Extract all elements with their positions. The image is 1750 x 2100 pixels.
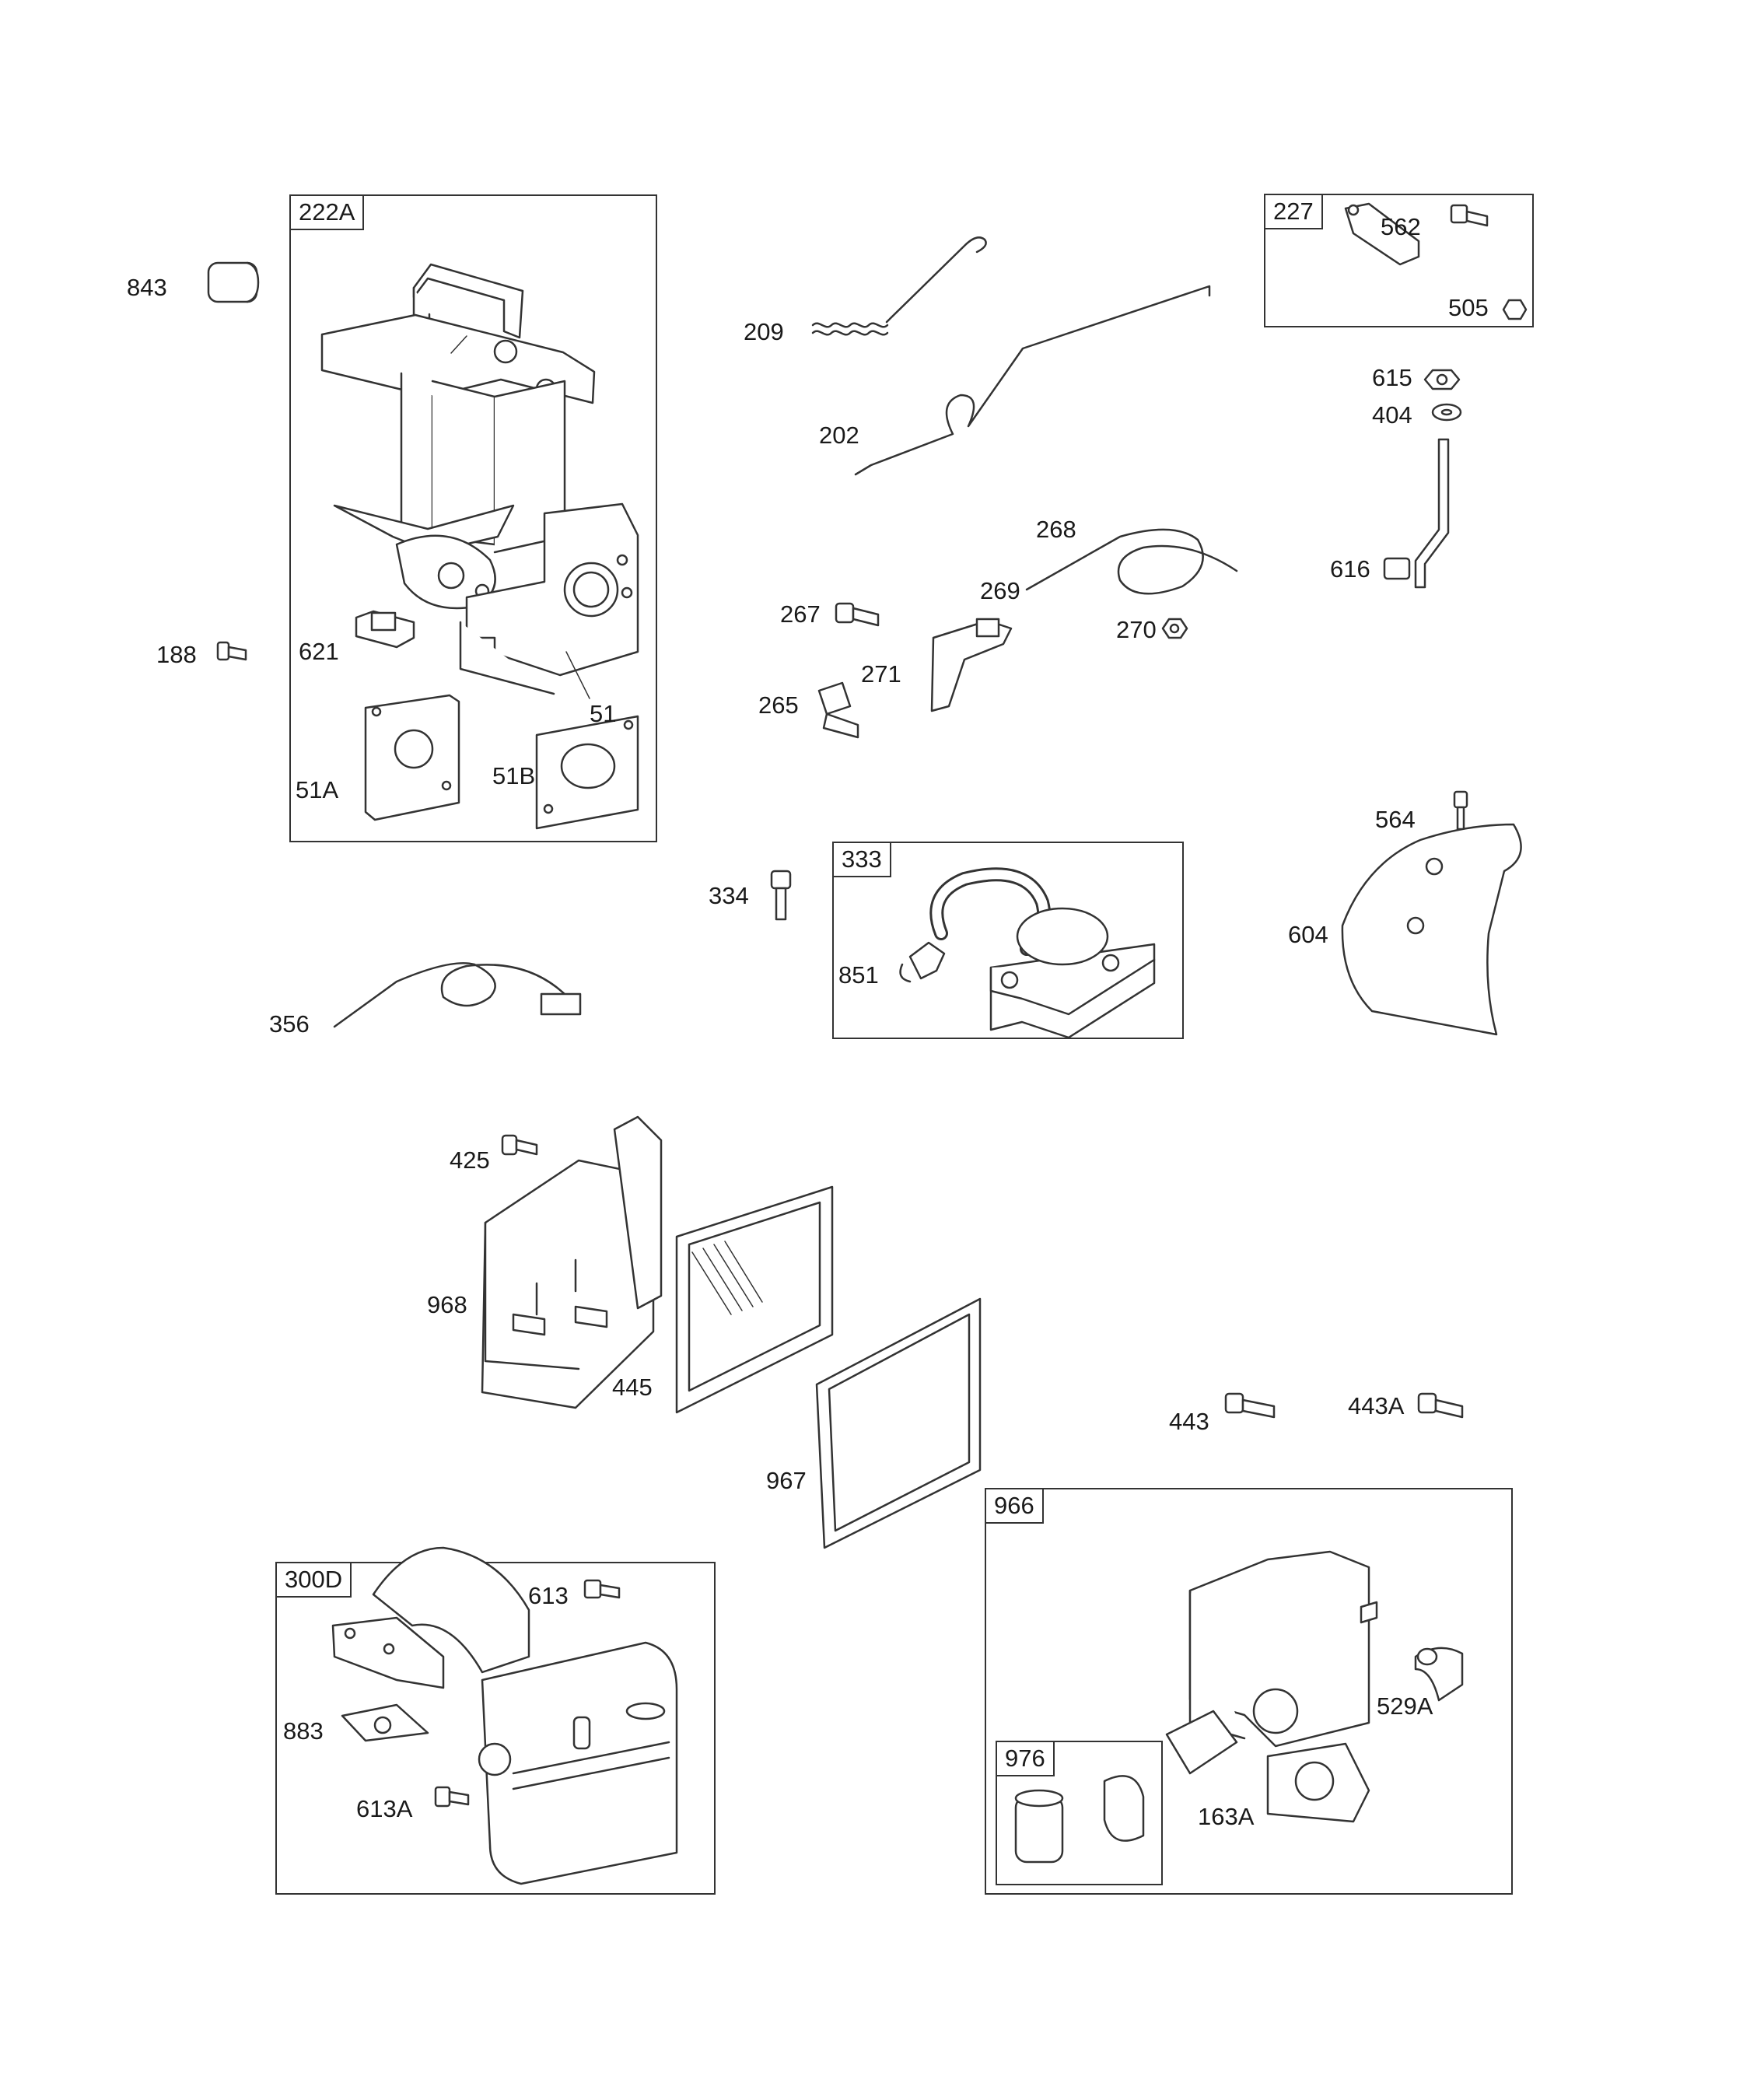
part-267-screw-drawing xyxy=(835,602,880,627)
part-425-screw-drawing xyxy=(501,1134,538,1156)
part-621-switch-drawing xyxy=(355,610,415,649)
label-425: 425 xyxy=(450,1146,490,1174)
label-615: 615 xyxy=(1372,364,1412,391)
label-621: 621 xyxy=(299,638,339,665)
assembly-box-222a xyxy=(289,194,657,842)
part-851-cap-drawing xyxy=(899,941,946,983)
part-976-filter-drawing xyxy=(1014,1775,1145,1864)
label-51: 51 xyxy=(590,700,617,727)
assembly-tag-222a: 222A xyxy=(289,194,365,230)
part-270-nut-drawing xyxy=(1161,618,1188,639)
label-613a: 613A xyxy=(356,1795,413,1822)
label-188: 188 xyxy=(156,641,197,668)
part-51-gasket-drawing xyxy=(364,694,460,821)
part-443-bolt-drawing xyxy=(1224,1392,1276,1419)
part-604-housing-drawing xyxy=(1341,823,1522,1036)
part-966-intake-drawing xyxy=(1165,1550,1378,1775)
leader-lines xyxy=(450,335,590,699)
assembly-tag-976: 976 xyxy=(996,1741,1055,1776)
label-269: 269 xyxy=(980,577,1020,604)
part-209-spring-drawing xyxy=(811,236,987,336)
label-562: 562 xyxy=(1381,213,1421,240)
label-51b: 51B xyxy=(492,762,536,789)
part-265-clip-drawing xyxy=(817,681,859,739)
part-227-lever-drawing xyxy=(1344,202,1528,320)
part-613a-bolt-drawing xyxy=(434,1786,470,1808)
label-445: 445 xyxy=(612,1374,653,1401)
label-968: 968 xyxy=(427,1291,467,1318)
part-334-screw-drawing xyxy=(770,870,792,921)
part-271-bracket-drawing xyxy=(930,618,1013,712)
part-300d-muffler-drawing xyxy=(331,1546,678,1885)
label-356: 356 xyxy=(269,1010,310,1038)
label-51a: 51A xyxy=(296,776,339,803)
label-443a: 443A xyxy=(1348,1392,1405,1419)
label-529a: 529A xyxy=(1377,1692,1433,1720)
label-163a: 163A xyxy=(1198,1803,1255,1830)
label-334: 334 xyxy=(709,882,749,909)
part-967-foam-drawing xyxy=(815,1297,982,1549)
part-268-cable-drawing xyxy=(1025,528,1238,595)
part-222a-control-bracket-drawing xyxy=(320,263,639,695)
label-843: 843 xyxy=(127,274,167,301)
assembly-tag-300d: 300D xyxy=(275,1562,352,1598)
assembly-box-976 xyxy=(996,1741,1163,1885)
label-967: 967 xyxy=(766,1467,807,1494)
part-843-boot-drawing xyxy=(207,261,260,303)
part-883-gasket-drawing xyxy=(341,1703,429,1742)
label-564: 564 xyxy=(1375,806,1416,833)
assembly-box-333 xyxy=(832,842,1184,1039)
part-564-screw-drawing xyxy=(1453,790,1468,831)
part-615-nut-drawing xyxy=(1423,369,1461,390)
label-271: 271 xyxy=(861,660,901,688)
part-443a-bolt-drawing xyxy=(1417,1392,1464,1419)
part-616-shaft-drawing xyxy=(1383,438,1450,589)
label-270: 270 xyxy=(1116,616,1157,643)
assembly-tag-227: 227 xyxy=(1264,194,1323,229)
assembly-tag-966: 966 xyxy=(985,1488,1044,1524)
label-265: 265 xyxy=(758,691,799,719)
assembly-box-966 xyxy=(985,1488,1513,1895)
part-529a-elbow-drawing xyxy=(1414,1647,1464,1702)
label-209: 209 xyxy=(744,318,784,345)
part-356-wire-drawing xyxy=(333,962,582,1028)
label-267: 267 xyxy=(780,600,821,628)
part-333-armature-drawing xyxy=(929,867,1156,1039)
part-445-pleats-drawing xyxy=(691,1241,763,1315)
label-505: 505 xyxy=(1448,294,1489,321)
assembly-box-227 xyxy=(1264,194,1534,327)
label-268: 268 xyxy=(1036,516,1076,543)
part-188-bolt-drawing xyxy=(216,641,247,661)
label-404: 404 xyxy=(1372,401,1412,429)
part-163a-gasket-drawing xyxy=(1266,1742,1370,1823)
part-613-bolt-drawing xyxy=(583,1579,621,1599)
label-613: 613 xyxy=(528,1582,569,1609)
label-443: 443 xyxy=(1169,1408,1209,1435)
assembly-box-300d xyxy=(275,1562,716,1895)
label-616: 616 xyxy=(1330,555,1370,583)
assembly-tag-333: 333 xyxy=(832,842,891,877)
label-202: 202 xyxy=(819,422,859,449)
label-851: 851 xyxy=(838,961,879,989)
part-968-filter-base-drawing xyxy=(481,1115,663,1409)
part-51b-gasket-drawing xyxy=(535,715,639,830)
part-404-washer-drawing xyxy=(1431,403,1462,422)
part-202-link-drawing xyxy=(854,285,1211,476)
label-883: 883 xyxy=(283,1717,324,1745)
label-604: 604 xyxy=(1288,921,1328,948)
part-445-prefilter-drawing xyxy=(675,1185,834,1414)
